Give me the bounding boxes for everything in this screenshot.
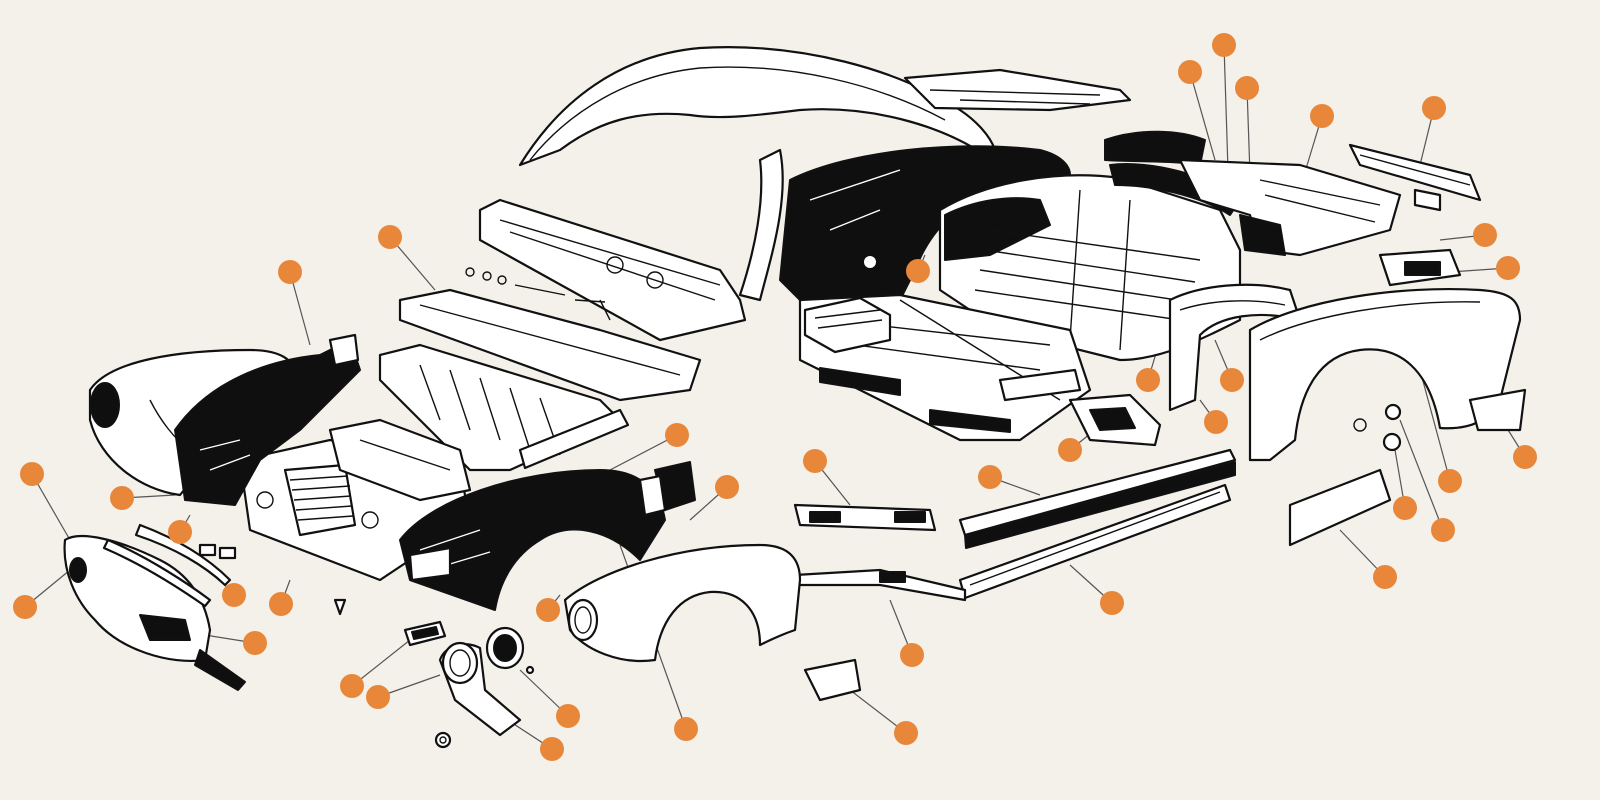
sill-repair-plate xyxy=(803,658,862,702)
rear-grommets xyxy=(1382,403,1402,452)
nose-clips xyxy=(198,543,347,616)
rocker-panel-outer xyxy=(958,448,1237,600)
callout-marker[interactable] xyxy=(906,259,930,283)
callout-marker[interactable] xyxy=(900,643,924,667)
callout-markers xyxy=(13,33,1537,761)
leader-line xyxy=(1399,419,1444,531)
rear-quarter-inner-panel xyxy=(779,145,1071,301)
callout-marker[interactable] xyxy=(1373,565,1397,589)
callout-marker[interactable] xyxy=(1431,518,1455,542)
callout-marker[interactable] xyxy=(278,260,302,284)
rocker-end-plate xyxy=(1288,468,1392,547)
callout-marker[interactable] xyxy=(1393,496,1417,520)
rear-corner-plate xyxy=(1468,388,1527,432)
drain-plug xyxy=(434,731,452,749)
a-pillar-lower-bracket xyxy=(793,503,937,532)
leader-line xyxy=(1419,369,1451,482)
callout-marker[interactable] xyxy=(13,595,37,619)
jack-support-bracket xyxy=(1068,393,1162,447)
callout-marker[interactable] xyxy=(20,462,44,486)
a-pillar-brace-right xyxy=(638,461,696,517)
rear-valance-bracket xyxy=(1378,248,1462,287)
leader-line xyxy=(1189,71,1216,161)
callout-marker[interactable] xyxy=(1220,368,1244,392)
callout-marker[interactable] xyxy=(978,465,1002,489)
front-nose-panel xyxy=(63,534,246,691)
wiper-hardware xyxy=(465,267,611,321)
callout-marker[interactable] xyxy=(366,685,390,709)
leader-line xyxy=(31,473,71,541)
callout-marker[interactable] xyxy=(540,737,564,761)
leader-line xyxy=(289,271,311,346)
callout-marker[interactable] xyxy=(536,598,560,622)
callout-marker[interactable] xyxy=(1235,76,1259,100)
callout-marker[interactable] xyxy=(1513,445,1537,469)
front-fender-left-inner xyxy=(174,333,361,506)
callout-marker[interactable] xyxy=(556,704,580,728)
callout-marker[interactable] xyxy=(168,520,192,544)
front-fender-right-outer xyxy=(563,543,802,663)
callout-marker[interactable] xyxy=(803,449,827,473)
side-chassis-rail xyxy=(793,568,967,602)
front-cross-rail xyxy=(518,408,630,470)
callout-marker[interactable] xyxy=(1438,469,1462,493)
leader-line xyxy=(609,434,678,471)
rear-deck-shelf xyxy=(903,68,1132,112)
callout-marker[interactable] xyxy=(1204,410,1228,434)
callout-marker[interactable] xyxy=(378,225,402,249)
front-inner-apron xyxy=(328,418,472,502)
leader-line xyxy=(351,639,411,687)
rear-cross-member xyxy=(1348,143,1482,212)
callout-marker[interactable] xyxy=(894,721,918,745)
callout-marker[interactable] xyxy=(222,583,246,607)
headlight-ring-right xyxy=(485,626,535,675)
callout-marker[interactable] xyxy=(1178,60,1202,84)
callout-marker[interactable] xyxy=(243,631,267,655)
callout-marker[interactable] xyxy=(110,486,134,510)
callout-marker[interactable] xyxy=(715,475,739,499)
dashboard-frame xyxy=(478,198,747,342)
leader-line xyxy=(1246,87,1251,176)
front-fender-right-inner xyxy=(399,469,666,611)
callout-marker[interactable] xyxy=(1136,368,1160,392)
seat-support-box xyxy=(803,296,892,354)
callout-marker[interactable] xyxy=(1422,96,1446,120)
cowl-panel xyxy=(398,288,702,402)
rear-floor-tub xyxy=(938,163,1242,362)
floor-cross-member xyxy=(998,368,1082,402)
headlight-bucket-left xyxy=(438,641,522,737)
callout-marker[interactable] xyxy=(340,674,364,698)
leader-line xyxy=(1223,44,1229,171)
rear-quarter-panel xyxy=(1248,287,1522,462)
roof-panel xyxy=(518,46,997,302)
callout-marker[interactable] xyxy=(1212,33,1236,57)
callout-marker[interactable] xyxy=(674,717,698,741)
callout-marker[interactable] xyxy=(1310,104,1334,128)
callout-marker[interactable] xyxy=(665,423,689,447)
callout-marker[interactable] xyxy=(1473,223,1497,247)
callout-marker[interactable] xyxy=(269,592,293,616)
callout-marker[interactable] xyxy=(1496,256,1520,280)
headlight-bracket xyxy=(403,620,447,647)
callout-marker[interactable] xyxy=(1058,438,1082,462)
trunk-lid-inner xyxy=(1104,130,1402,257)
callout-marker[interactable] xyxy=(1100,591,1124,615)
